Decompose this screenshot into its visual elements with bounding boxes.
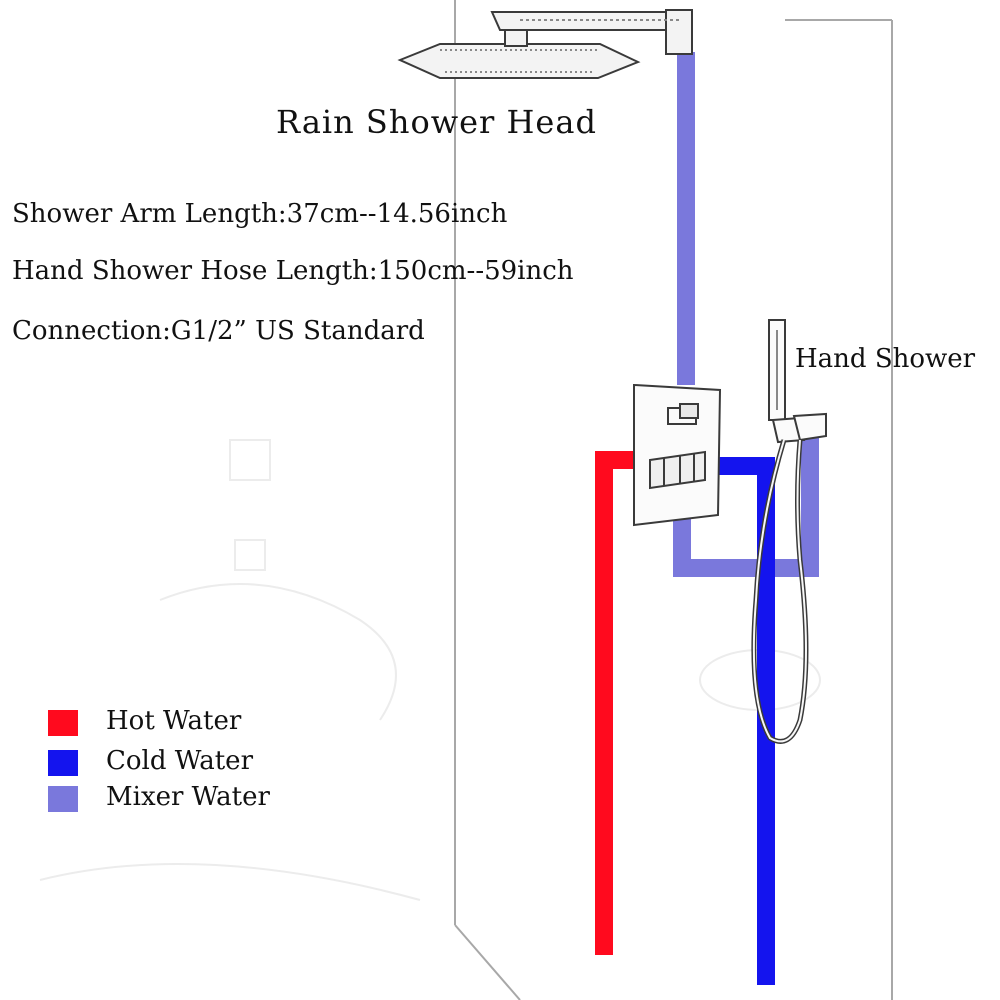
legend-label-mixer: Mixer Water: [106, 782, 270, 812]
rain-shower-head-label: Rain Shower Head: [276, 103, 597, 141]
shower-arm: [490, 9, 693, 55]
hand-shower-label: Hand Shower: [795, 344, 976, 374]
hand-shower: [768, 319, 827, 444]
cold-water-pipe: [712, 457, 775, 985]
spec-connection: Connection:G1/2” US Standard: [12, 316, 425, 346]
spec-shower-arm-length: Shower Arm Length:37cm--14.56inch: [12, 199, 508, 229]
valve-trim: [633, 383, 722, 527]
spec-hose-length: Hand Shower Hose Length:150cm--59inch: [12, 256, 574, 286]
legend-swatch-hot: [48, 710, 78, 736]
legend-label-hot: Hot Water: [106, 706, 242, 736]
hot-water-pipe: [595, 451, 640, 955]
rain-shower-head: [397, 27, 641, 79]
legend-swatch-mixer: [48, 786, 78, 812]
legend-label-cold: Cold Water: [106, 746, 253, 776]
wall-outline: [454, 0, 893, 1000]
legend-swatch-cold: [48, 750, 78, 776]
floor-corner-line: [454, 924, 521, 1000]
